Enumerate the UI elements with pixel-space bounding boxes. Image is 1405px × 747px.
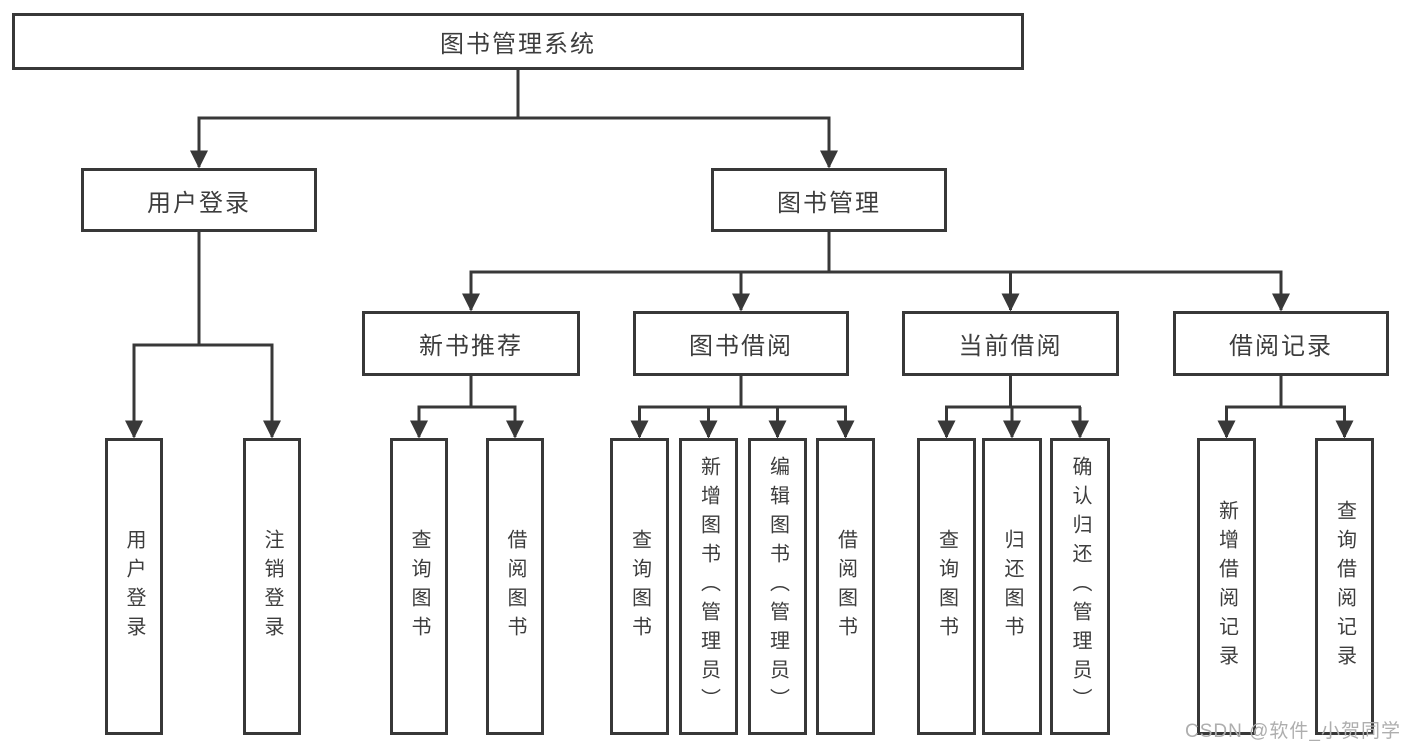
leaf-user-login: 用户登录	[105, 438, 163, 735]
leaf-return-book: 归还图书	[982, 438, 1042, 735]
leaf-query-book: 查询图书	[917, 438, 976, 735]
leaf-label: 查询图书	[408, 528, 430, 645]
leaf-borrow-book: 借阅图书	[816, 438, 875, 735]
leaf-label: 编辑图书（管理员）	[766, 456, 789, 717]
leaf-query-book: 查询图书	[610, 438, 669, 735]
leaf-label: 新增图书（管理员）	[697, 456, 720, 717]
leaf-edit-book-admin: 编辑图书（管理员）	[748, 438, 807, 735]
leaf-add-borrow-record: 新增借阅记录	[1197, 438, 1256, 735]
connector-borrowrecord-split	[1225, 376, 1346, 409]
leaf-label: 查询借阅记录	[1333, 499, 1356, 674]
leaf-confirm-return-admin: 确认归还（管理员）	[1050, 438, 1110, 735]
node-label: 当前借阅	[958, 333, 1063, 360]
connector-userlogin-split	[132, 232, 274, 347]
node-user-login: 用户登录	[81, 168, 317, 232]
connector-root-split	[197, 70, 831, 120]
leaf-query-borrow-record: 查询借阅记录	[1315, 438, 1374, 735]
connector-management-split	[469, 232, 1283, 274]
connector-bookborrow-split	[638, 376, 847, 409]
node-borrow-record: 借阅记录	[1173, 311, 1389, 376]
leaf-label: 查询图书	[628, 528, 651, 645]
node-label: 用户登录	[147, 189, 251, 217]
connector-currentborrow-split	[945, 376, 1081, 409]
leaf-label: 归还图书	[1001, 528, 1023, 645]
leaf-label: 注销登录	[261, 528, 283, 645]
leaf-label: 查询图书	[935, 528, 958, 645]
csdn-watermark: CSDN @软件_小贺同学	[1185, 721, 1401, 742]
leaf-label: 用户登录	[123, 528, 145, 645]
leaf-label: 确认归还（管理员）	[1069, 456, 1091, 717]
node-new-book-recommend: 新书推荐	[362, 311, 580, 376]
node-label: 新书推荐	[419, 333, 523, 360]
leaf-label: 新增借阅记录	[1215, 499, 1238, 674]
leaf-add-book-admin: 新增图书（管理员）	[679, 438, 738, 735]
node-book-management: 图书管理	[711, 168, 947, 232]
node-label: 借阅记录	[1229, 333, 1333, 360]
node-label: 图书管理	[777, 189, 881, 217]
node-book-borrow: 图书借阅	[633, 311, 849, 376]
node-label: 图书管理系统	[440, 31, 596, 58]
node-label: 图书借阅	[689, 333, 793, 360]
leaf-logout: 注销登录	[243, 438, 301, 735]
connector-newbook-split	[417, 376, 517, 409]
leaf-label: 借阅图书	[504, 528, 526, 645]
leaf-borrow-book: 借阅图书	[486, 438, 544, 735]
node-library-management-system: 图书管理系统	[12, 13, 1024, 70]
node-current-borrow: 当前借阅	[902, 311, 1119, 376]
leaf-label: 借阅图书	[834, 528, 857, 645]
leaf-query-book: 查询图书	[390, 438, 448, 735]
